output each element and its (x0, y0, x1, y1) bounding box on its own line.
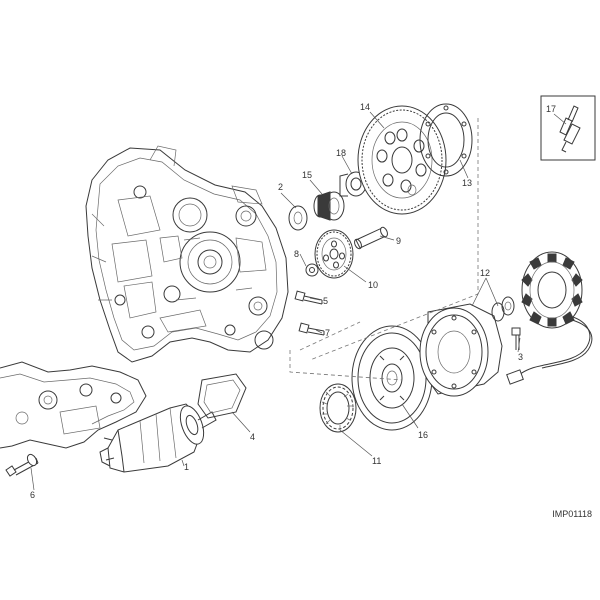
crankcase-half (85, 145, 289, 363)
callout-10: 10 (368, 280, 378, 290)
drawing-code: IMP01118 (552, 509, 592, 519)
callout-17: 17 (546, 104, 556, 114)
callout-4: 4 (250, 432, 255, 442)
idler-shaft-9 (354, 226, 388, 250)
callout-6: 6 (30, 490, 35, 500)
callout-18: 18 (336, 148, 346, 158)
flywheel-16 (351, 325, 433, 431)
callout-16: 16 (418, 430, 428, 440)
callout-3: 3 (518, 352, 523, 362)
starter-motor (99, 403, 217, 473)
callout-15: 15 (302, 170, 312, 180)
needle-bearing-15 (313, 191, 345, 221)
starter-ring-gear-14 (357, 105, 447, 215)
screw-3 (511, 327, 521, 350)
spark-plug-inset (540, 95, 596, 161)
callout-9: 9 (396, 236, 401, 246)
leader-lines (30, 111, 567, 491)
bolt-5 (294, 290, 323, 305)
callout-1: 1 (184, 462, 189, 472)
bolt-7 (298, 322, 325, 336)
starter-gasket (197, 373, 247, 419)
starter-bolt (5, 453, 39, 477)
callout-14: 14 (360, 102, 370, 112)
alternator-rotor (419, 303, 503, 397)
washer-2 (288, 205, 308, 231)
callout-5: 5 (323, 296, 328, 306)
callout-7: 7 (325, 328, 330, 338)
idler-gear-10 (314, 229, 354, 279)
callout-8: 8 (294, 249, 299, 259)
ring-plate-13 (419, 103, 473, 177)
crankcase-lower-fragment (0, 361, 147, 449)
callout-2: 2 (278, 182, 283, 192)
sprag-clutch-11 (319, 383, 357, 433)
callout-12: 12 (480, 268, 490, 278)
callout-labels: 1 2 3 4 5 6 7 8 9 10 11 12 13 14 15 16 1… (30, 102, 556, 500)
nut-8 (305, 263, 319, 277)
rotor-washers (491, 296, 515, 322)
callout-13: 13 (462, 178, 472, 188)
stator-12 (506, 251, 593, 385)
callout-11: 11 (372, 456, 381, 466)
